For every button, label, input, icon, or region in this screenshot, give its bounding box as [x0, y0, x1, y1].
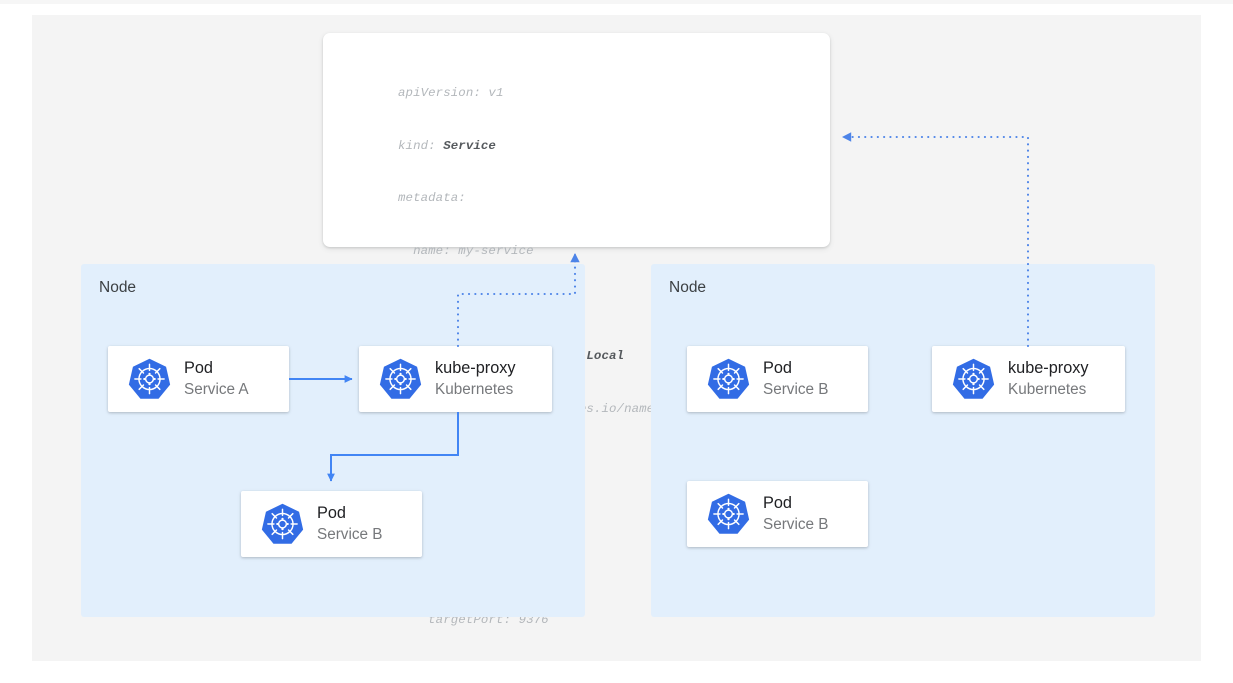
card-title: kube-proxy	[1008, 359, 1089, 377]
kubernetes-logo-icon	[261, 503, 304, 546]
card-pod-service-b-right-top[interactable]: Pod Service B	[687, 346, 868, 412]
card-pod-service-b-left[interactable]: Pod Service B	[241, 491, 422, 557]
yaml-line-apiversion: apiVersion: v1	[398, 86, 504, 101]
yaml-kind-key: kind:	[398, 138, 444, 153]
node-panel-left: Node	[81, 264, 585, 617]
card-subtitle: Service B	[763, 381, 829, 398]
card-title: Pod	[763, 359, 792, 377]
card-title: kube-proxy	[435, 359, 516, 377]
card-subtitle: Service A	[184, 381, 249, 398]
kubernetes-logo-icon	[952, 358, 995, 401]
card-subtitle: Service B	[763, 516, 829, 533]
card-pod-service-b-right-bottom[interactable]: Pod Service B	[687, 481, 868, 547]
yaml-kind-value: Service	[443, 138, 496, 153]
node-label-left: Node	[99, 279, 137, 296]
yaml-line-kind: kind: Service	[398, 138, 707, 156]
yaml-line-metadata: metadata:	[398, 191, 466, 206]
card-text-pod-service-b-right-bottom: Pod Service B	[763, 493, 828, 535]
kubernetes-logo-icon	[128, 358, 171, 401]
yaml-line-name: name: my-service	[398, 244, 534, 259]
top-edge-strip	[0, 0, 1233, 4]
kubernetes-logo-icon	[707, 358, 750, 401]
card-subtitle: Kubernetes	[435, 381, 514, 398]
card-text-pod-service-b-right-top: Pod Service B	[763, 358, 828, 400]
service-manifest-card: apiVersion: v1 kind: Service metadata: n…	[323, 33, 830, 627]
card-title: Pod	[184, 359, 213, 377]
kubernetes-logo-icon	[707, 493, 750, 536]
card-text-kube-proxy-left: kube-proxy Kubernetes	[435, 358, 516, 400]
card-text-pod-service-a: Pod Service A	[184, 358, 249, 400]
card-subtitle: Service B	[317, 526, 383, 543]
node-panel-right: Node	[651, 264, 1155, 617]
card-pod-service-a[interactable]: Pod Service A	[108, 346, 289, 412]
card-title: Pod	[763, 494, 792, 512]
card-kube-proxy-left[interactable]: kube-proxy Kubernetes	[359, 346, 552, 412]
card-text-pod-service-b-left: Pod Service B	[317, 503, 382, 545]
card-kube-proxy-right[interactable]: kube-proxy Kubernetes	[932, 346, 1125, 412]
card-subtitle: Kubernetes	[1008, 381, 1087, 398]
card-title: Pod	[317, 504, 346, 522]
node-label-right: Node	[669, 279, 707, 296]
kubernetes-logo-icon	[379, 358, 422, 401]
card-text-kube-proxy-right: kube-proxy Kubernetes	[1008, 358, 1089, 400]
